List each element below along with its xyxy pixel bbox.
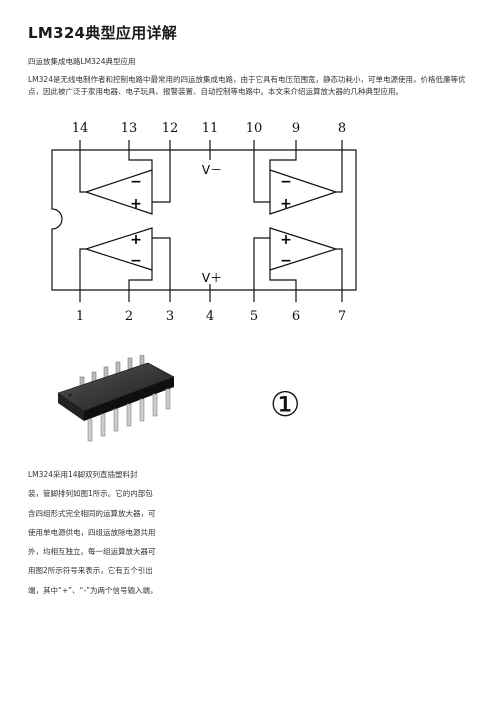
op-amp-b-plus-sign: +	[130, 232, 142, 248]
body-line: LM324采用14脚双列直插塑料封	[28, 470, 138, 479]
chip-package-outline	[51, 149, 357, 291]
subtitle: 四运放集成电路LM324典型应用	[28, 57, 136, 66]
v-plus-label: V＋	[202, 271, 222, 285]
pin-label-12: 12	[162, 121, 179, 136]
intro-paragraph: LM324是无线电制作者和控制电路中最常用的四运放集成电路，由于它具有电压范围宽…	[28, 75, 466, 96]
op-amp-d-plus-sign: +	[280, 196, 292, 212]
body-line: 使用单电源供电，四组运放除电源共用	[28, 527, 156, 537]
pin-label-2: 2	[125, 309, 133, 324]
pin-label-14: 14	[72, 121, 89, 136]
op-amp-a-plus-sign: +	[130, 196, 142, 212]
v-minus-label: V－	[202, 163, 222, 177]
page-title: LM324典型应用详解	[28, 24, 178, 42]
op-amp-a-minus-sign: −	[130, 174, 142, 190]
op-amp-c	[253, 227, 343, 290]
pin-label-10: 10	[246, 121, 263, 136]
pin-label-11: 11	[202, 121, 219, 136]
figure-1-label: ①	[270, 385, 301, 425]
pin-label-4: 4	[206, 309, 214, 324]
bottom-pin-stubs	[79, 290, 343, 302]
pin-label-13: 13	[121, 121, 138, 136]
body-text: LM324采用14脚双列直插塑料封 装，管脚排列如图1所示。它的内部包 含四组形…	[28, 469, 178, 604]
top-pin-stubs	[79, 140, 343, 150]
lm324-pinout-diagram: 14 13 12 11 10 9 8 − + −	[51, 121, 357, 324]
pin-label-1: 1	[76, 309, 84, 324]
pin-label-7: 7	[338, 309, 346, 324]
op-amp-d-minus-sign: −	[280, 174, 292, 190]
body-line: 外，均相互独立。每一组运算放大器可	[28, 547, 156, 557]
op-amp-c-minus-sign: −	[280, 253, 292, 269]
op-amp-b	[79, 227, 171, 290]
op-amp-c-plus-sign: +	[280, 232, 292, 248]
body-line: 含四组形式完全相同的运算放大器，可	[28, 508, 156, 518]
pin-label-3: 3	[166, 309, 174, 324]
pin-label-6: 6	[292, 309, 300, 324]
body-line: 端，其中“+”、“-”为两个信号输入端，	[28, 585, 158, 595]
op-amp-a	[79, 150, 171, 215]
op-amp-d	[253, 150, 343, 215]
body-line: 用图2所示符号来表示，它有五个引出	[28, 566, 153, 576]
pin-label-9: 9	[292, 121, 300, 136]
op-amp-b-minus-sign: −	[130, 253, 142, 269]
dip14-chip-photo	[57, 355, 175, 442]
pin-label-8: 8	[338, 121, 346, 136]
pin-label-5: 5	[250, 309, 258, 324]
body-line: 装，管脚排列如图1所示。它的内部包	[28, 489, 153, 499]
